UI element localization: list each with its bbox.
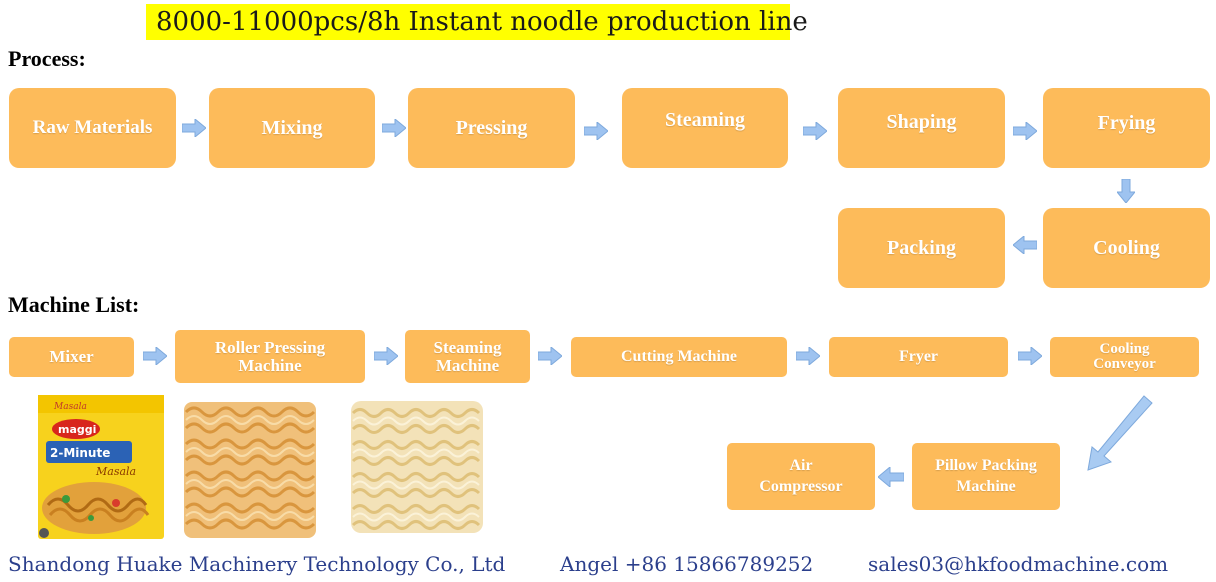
- step-pressing: Pressing: [408, 88, 575, 168]
- machine-roller-line2: Machine: [238, 355, 302, 375]
- machine-roller-pressing: Roller Pressing Machine: [175, 330, 365, 383]
- machine-pillow-line2: Machine: [956, 477, 1016, 495]
- machine-air-compressor: Air Compressor: [727, 443, 875, 510]
- steamed-noodle-block-image: [347, 397, 487, 537]
- machine-roller-line1: Roller Pressing: [214, 337, 326, 357]
- svg-text:Masala: Masala: [53, 402, 87, 412]
- arrow-diagonal-down-left-icon: [1084, 394, 1154, 472]
- arrow-right-icon: [1013, 122, 1037, 140]
- step-mixing: Mixing: [209, 88, 375, 168]
- arrow-right-icon: [584, 122, 608, 140]
- machine-steaming: Steaming Machine: [405, 330, 530, 383]
- arrow-left-icon: [1013, 236, 1037, 254]
- svg-text:maggi: maggi: [58, 423, 96, 436]
- page-title: 8000-11000pcs/8h Instant noodle producti…: [146, 4, 808, 40]
- arrow-right-icon: [538, 347, 562, 365]
- footer-email[interactable]: sales03@hkfoodmachine.com: [868, 552, 1169, 576]
- machine-cutting: Cutting Machine: [571, 337, 787, 377]
- arrow-down-icon: [1117, 179, 1135, 203]
- step-shaping: Shaping: [838, 88, 1005, 168]
- machine-cooling-line2: Conveyor: [1093, 356, 1156, 372]
- maggi-noodle-pack-image: Masala maggi 2-Minute Masala: [36, 393, 166, 541]
- svg-text:Masala: Masala: [95, 465, 136, 478]
- arrow-right-icon: [382, 119, 406, 137]
- machine-pillow-line1: Pillow Packing: [935, 456, 1037, 474]
- arrow-right-icon: [182, 119, 206, 137]
- machine-cooling-line1: Cooling: [1099, 341, 1150, 357]
- arrow-right-icon: [803, 122, 827, 140]
- machine-air-line2: Compressor: [759, 477, 843, 495]
- step-raw-materials: Raw Materials: [9, 88, 176, 168]
- step-steaming: Steaming: [622, 88, 788, 168]
- machine-steaming-line2: Machine: [435, 355, 500, 375]
- machine-pillow-packing: Pillow Packing Machine: [912, 443, 1060, 510]
- footer-company: Shandong Huake Machinery Technology Co.,…: [8, 552, 506, 576]
- process-heading: Process:: [8, 46, 86, 71]
- step-packing: Packing: [838, 208, 1005, 288]
- arrow-right-icon: [1018, 347, 1042, 365]
- machine-mixer: Mixer: [9, 337, 134, 377]
- arrow-right-icon: [374, 347, 398, 365]
- step-frying: Frying: [1043, 88, 1210, 168]
- machine-fryer: Fryer: [829, 337, 1008, 377]
- machine-cooling-conveyor: Cooling Conveyor: [1050, 337, 1199, 377]
- arrow-right-icon: [796, 347, 820, 365]
- machine-air-line1: Air: [789, 456, 813, 474]
- machine-list-heading: Machine List:: [8, 292, 140, 317]
- arrow-right-icon: [143, 347, 167, 365]
- footer-contact: Angel +86 15866789252: [560, 552, 814, 576]
- svg-text:2-Minute: 2-Minute: [50, 446, 110, 460]
- arrow-left-icon: [878, 467, 904, 487]
- fried-noodle-block-image: [180, 398, 320, 542]
- step-cooling: Cooling: [1043, 208, 1210, 288]
- machine-steaming-line1: Steaming: [433, 337, 502, 357]
